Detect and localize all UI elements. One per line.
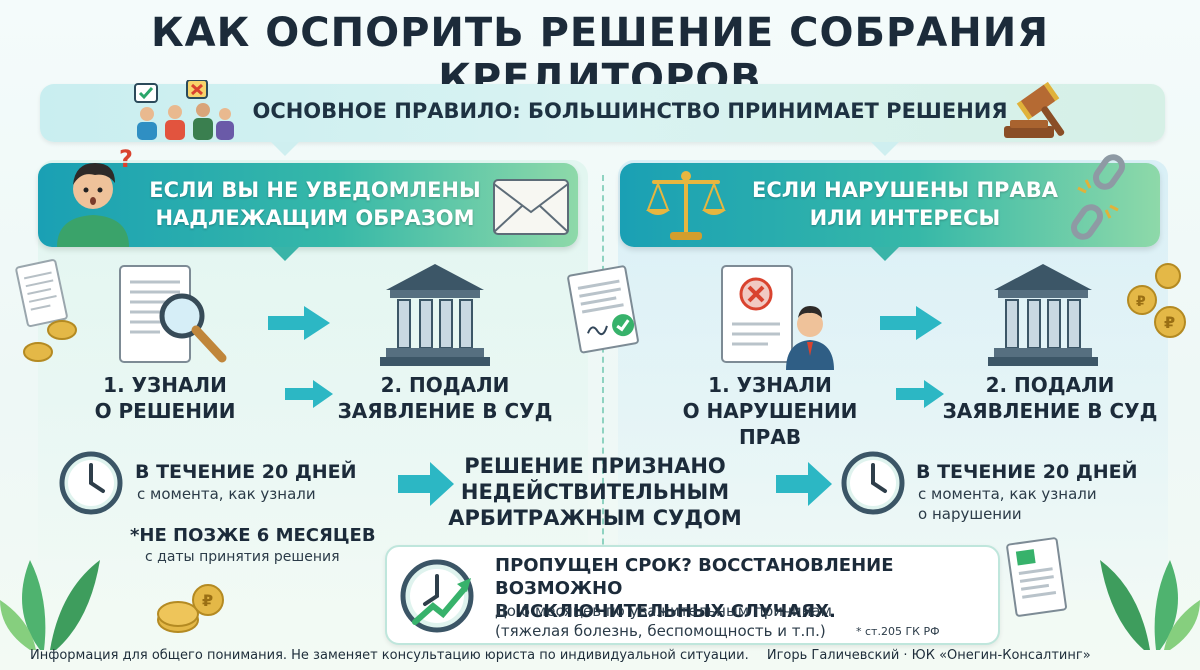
result-text: РЕШЕНИЕ ПРИЗНАНО НЕДЕЙСТВИТЕЛЬНЫМ АРБИТР… [430, 453, 760, 531]
main-rule-text: ОСНОВНОЕ ПРАВИЛО: БОЛЬШИНСТВО ПРИНИМАЕТ … [252, 99, 1008, 123]
right-banner [620, 163, 1160, 247]
left-step1-label: 1. УЗНАЛИ О РЕШЕНИИ [70, 372, 260, 424]
plant-icon [0, 520, 120, 650]
voting-people-icon [125, 79, 235, 142]
note-title-line2: В ИСКЛЮЧИТЕЛЬНЫХ СЛУЧАЯХ. [495, 601, 836, 622]
footer-disclaimer: Информация для общего понимания. Не заме… [30, 648, 749, 663]
right-deadline-title: В ТЕЧЕНИЕ 20 ДНЕЙ [916, 461, 1138, 483]
left-step2-line2: ЗАЯВЛЕНИЕ В СУД [337, 399, 553, 423]
clock-icon [58, 450, 124, 516]
ruble-coins-icon: ₽ [150, 578, 230, 638]
left-banner-line1: ЕСЛИ ВЫ НЕ УВЕДОМЛЕНЫ [149, 178, 481, 202]
result-line3: АРБИТРАЖНЫМ СУДОМ [448, 506, 742, 530]
right-deadline-sub2: о нарушении [918, 505, 1022, 523]
paper-document-icon [1000, 535, 1075, 625]
left-banner [38, 163, 578, 247]
right-step1-line1: 1. УЗНАЛИ [708, 373, 832, 397]
right-step2-line2: ЗАЯВЛЕНИЕ В СУД [942, 399, 1158, 423]
clock-icon [840, 450, 906, 516]
left-step2-line1: 2. ПОДАЛИ [380, 373, 510, 397]
left-banner-notch [271, 247, 299, 261]
note-text: До 6 месяцев по уважительным причинам (т… [495, 601, 875, 641]
note-text-line1: До 6 месяцев по уважительным причинам [495, 602, 832, 620]
right-banner-title: ЕСЛИ НАРУШЕНЫ ПРАВА ИЛИ ИНТЕРЕСЫ [750, 176, 1060, 232]
document-magnifier-icon [100, 262, 240, 372]
coins-icon [20, 320, 80, 365]
left-limit-sub: с даты принятия решения [145, 549, 340, 565]
note-reference: * ст.205 ГК РФ [856, 625, 940, 638]
footer-author: Игорь Галичевский · ЮК «Онегин-Консалтин… [766, 648, 1091, 663]
svg-text:₽: ₽ [1164, 313, 1175, 332]
right-step2-line1: 2. ПОДАЛИ [985, 373, 1115, 397]
svg-text:₽: ₽ [202, 591, 213, 610]
clock-growth-arrow-icon [395, 552, 481, 638]
svg-text:?: ? [119, 145, 133, 173]
right-banner-line1: ЕСЛИ НАРУШЕНЫ ПРАВА [752, 178, 1058, 202]
rule-notch-left [271, 142, 299, 156]
right-step1-line2: О НАРУШЕНИИ ПРАВ [682, 399, 858, 449]
rule-notch-right [871, 142, 899, 156]
note-title: ПРОПУЩЕН СРОК? ВОССТАНОВЛЕНИЕ ВОЗМОЖНО В… [495, 554, 995, 623]
ruble-coins-icon: ₽ ₽ [1120, 262, 1190, 342]
left-limit-title: *НЕ ПОЗЖЕ 6 МЕСЯЦЕВ [130, 525, 376, 546]
footer: Информация для общего понимания. Не заме… [30, 648, 1180, 663]
note-title-line1: ПРОПУЩЕН СРОК? ВОССТАНОВЛЕНИЕ ВОЗМОЖНО [495, 555, 894, 599]
right-banner-line2: ИЛИ ИНТЕРЕСЫ [809, 206, 1001, 230]
paper-document-icon [12, 255, 72, 335]
right-banner-notch [871, 247, 899, 261]
result-line2: НЕДЕЙСТВИТЕЛЬНЫМ [460, 480, 730, 504]
note-text-line2: (тяжелая болезнь, беспомощность и т.п.) [495, 622, 826, 640]
right-step1-label: 1. УЗНАЛИ О НАРУШЕНИИ ПРАВ [650, 372, 890, 450]
arrow-right-icon [776, 462, 832, 506]
arrow-right-icon [285, 380, 333, 408]
gavel-icon [990, 74, 1080, 144]
left-step1-line1: 1. УЗНАЛИ [103, 373, 227, 397]
left-deadline-title: В ТЕЧЕНИЕ 20 ДНЕЙ [135, 461, 357, 483]
arrow-right-icon [268, 306, 330, 340]
courthouse-icon [988, 262, 1098, 367]
signed-contract-icon [560, 262, 650, 357]
scales-icon [640, 166, 732, 246]
courthouse-icon [380, 262, 490, 367]
left-step1-line2: О РЕШЕНИИ [94, 399, 236, 423]
result-line1: РЕШЕНИЕ ПРИЗНАНО [464, 454, 726, 478]
missed-deadline-box [385, 545, 1000, 645]
arrow-right-icon [896, 380, 944, 408]
plant-icon [1080, 520, 1200, 650]
arrow-right-icon [398, 462, 454, 506]
envelope-icon [490, 166, 572, 242]
left-banner-line2: НАДЛЕЖАЩИМ ОБРАЗОМ [155, 206, 475, 230]
right-step2-label: 2. ПОДАЛИ ЗАЯВЛЕНИЕ В СУД [935, 372, 1165, 424]
document-rejected-person-icon [712, 262, 842, 372]
arrow-right-icon [880, 306, 942, 340]
left-step2-label: 2. ПОДАЛИ ЗАЯВЛЕНИЕ В СУД [330, 372, 560, 424]
panel-divider [602, 175, 604, 595]
svg-text:₽: ₽ [1136, 294, 1146, 310]
right-deadline-sub1: с момента, как узнали [918, 485, 1097, 503]
left-banner-title: ЕСЛИ ВЫ НЕ УВЕДОМЛЕНЫ НАДЛЕЖАЩИМ ОБРАЗОМ [140, 176, 490, 232]
page-title: КАК ОСПОРИТЬ РЕШЕНИЕ СОБРАНИЯ КРЕДИТОРОВ [150, 10, 1050, 102]
broken-chain-icon [1066, 150, 1136, 250]
confused-person-icon: ? [45, 145, 145, 247]
left-deadline-sub: с момента, как узнали [137, 485, 316, 503]
